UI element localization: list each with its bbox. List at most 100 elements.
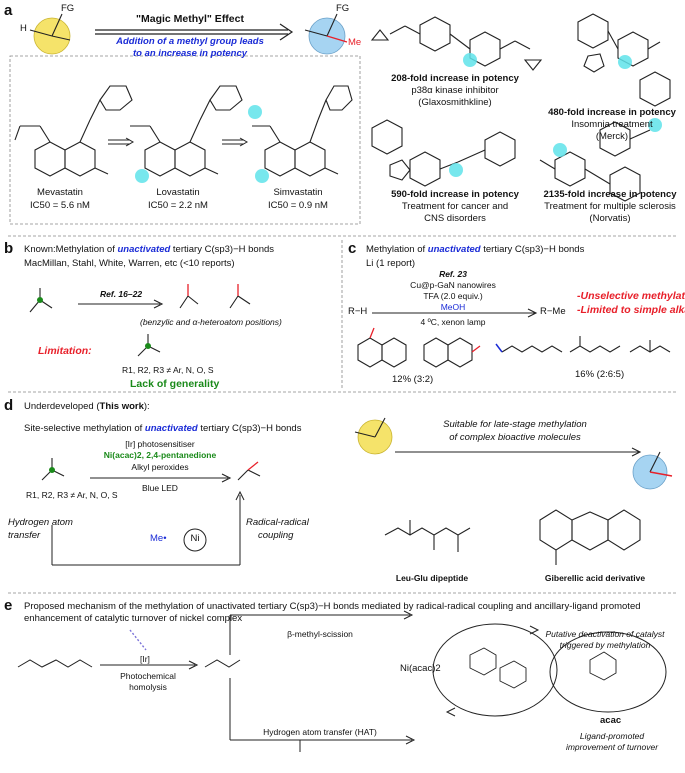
panel-e-hat: Hydrogen atom transfer (HAT) — [263, 727, 377, 737]
simvastatin-structure — [252, 85, 353, 177]
drug-480-structure — [577, 13, 671, 107]
drug-208-line3: (Glaxosmithkline) — [418, 97, 492, 108]
gibberellic-acid-structure — [539, 509, 641, 565]
drug-590-fold: 590-fold increase in potency — [391, 189, 519, 200]
panel-b-limitation-structure — [137, 334, 161, 357]
magic-methyl-arrow — [95, 23, 294, 41]
decalin-product-2 — [423, 337, 481, 368]
heptane-product-3 — [629, 340, 671, 353]
panel-b-letter: b — [4, 240, 14, 257]
panel-b-authors: MacMillan, Stahl, White, Warren, etc (<1… — [24, 258, 235, 269]
nickel-catalyst-circle — [183, 528, 207, 552]
panel-c-ratio1: 12% (3:2) — [392, 374, 434, 385]
fg-label-a: FG — [61, 3, 75, 14]
statin-name-lovastatin: Lovastatin — [156, 187, 200, 198]
panel-e-ligand-2: improvement of turnover — [565, 742, 659, 752]
panel-e-acac: acac — [600, 715, 622, 726]
panel-e-deactivation-cycle — [549, 631, 667, 713]
panel-d-cond4: Blue LED — [142, 483, 178, 493]
heptane-product-2 — [569, 336, 621, 353]
heptane-product-1 — [495, 343, 563, 353]
panel-e-homolysis-arrow — [100, 629, 199, 670]
panel-e-photo-2: homolysis — [129, 682, 167, 692]
panel-c-letter: c — [348, 240, 357, 257]
panel-d-letter: d — [4, 397, 14, 414]
panel-d-cond3: Alkyl peroxides — [131, 462, 189, 472]
drug-590-methyl-highlight — [449, 163, 463, 177]
panel-d-rrc-2: coupling — [258, 530, 294, 541]
panel-d-subtitle-pre: Site-selective methylation of — [24, 423, 145, 434]
lovastatin-structure — [130, 85, 243, 177]
statin-arrow-1 — [108, 137, 135, 147]
drug-2135-line2: Treatment for multiple sclerosis — [544, 201, 676, 212]
drug-2135-fold: 2135-fold increase in potency — [543, 189, 677, 200]
panel-c-issue2: -Limited to simple alkanes — [577, 304, 685, 316]
drug-590-line2: Treatment for cancer and — [401, 201, 509, 212]
panel-b-r-def: R1, R2, R3 ≠ Ar, N, O, S — [122, 365, 214, 375]
drug-2135-methyl-highlight-1 — [553, 143, 567, 157]
drug-2135-structure — [539, 121, 651, 202]
panel-e-nickel-cycle — [432, 623, 558, 717]
simvastatin-methyl-highlight-1 — [255, 169, 269, 183]
panel-b-positions: (benzylic and α-heteroatom positions) — [140, 317, 282, 327]
panel-d-cycle — [51, 490, 245, 566]
drug-590-line3: CNS disorders — [424, 213, 486, 224]
panel-c-title-post: tertiary C(sp3)−H bonds — [480, 244, 585, 255]
panel-d-main-arrow — [90, 473, 232, 483]
statin-ic50-mevastatin: IC50 = 5.6 nM — [30, 200, 90, 211]
panel-c-cond1: Cu@p-GaN nanowires — [410, 280, 496, 290]
panel-c-cond3: MeOH — [440, 302, 466, 312]
panel-c-substrate: R−H — [348, 306, 368, 317]
panel-d-me-radical: Me• — [150, 533, 167, 544]
drug-480-line3: (Merck) — [595, 131, 629, 142]
panel-e-hat-path — [229, 678, 416, 752]
panel-d-gibberellic: Giberellic acid derivative — [544, 573, 646, 583]
panel-d-hat-2: transfer — [8, 530, 41, 541]
panel-b-title-post: tertiary C(sp3)−H bonds — [170, 244, 275, 255]
panel-d-subtitle-em: unactivated — [144, 423, 198, 434]
leu-glu-dipeptide-structure — [384, 520, 471, 552]
panel-d-suitable-1: Suitable for late-stage methylation — [443, 419, 587, 430]
panel-d-r-def: R1, R2, R3 ≠ Ar, N, O, S — [26, 490, 118, 500]
panel-d-product — [237, 461, 261, 481]
panel-c-cond4: 4 ºC, xenon lamp — [420, 317, 486, 327]
panel-c-arrow — [372, 308, 538, 318]
panel-d-dipeptide: Leu-Glu dipeptide — [395, 573, 469, 583]
h-label-a: H — [20, 23, 27, 34]
panel-d-right-spheres — [354, 417, 673, 490]
magic-methyl-caption-2: to an increase in potency — [132, 48, 248, 59]
yellow-carbon-sphere — [29, 13, 71, 55]
panel-a-letter: a — [4, 2, 13, 19]
panel-c-title: Methylation of unactivated tertiary C(sp… — [366, 244, 585, 256]
panel-b-products — [179, 284, 251, 309]
panel-c-authors: Li (1 report) — [366, 258, 416, 269]
panel-e-beta: β-methyl-scission — [287, 629, 353, 639]
drug-480-methyl-highlight — [618, 55, 632, 69]
panel-d-title-bold: This work — [99, 401, 144, 412]
drug-2135-methyl-highlight-2 — [648, 118, 662, 132]
magic-methyl-title: "Magic Methyl" Effect — [136, 13, 244, 25]
fg-label-a2: FG — [336, 3, 350, 14]
statin-ic50-lovastatin: IC50 = 2.2 nM — [148, 200, 208, 211]
panel-b-title-em: unactivated — [117, 244, 171, 255]
panel-d-subtitle: Site-selective methylation of unactivate… — [24, 423, 302, 435]
statin-name-simvastatin: Simvastatin — [273, 187, 323, 198]
panel-b-lack: Lack of generality — [130, 378, 220, 390]
drug-208-methyl-highlight — [463, 53, 477, 67]
panel-c-cond2: TFA (2.0 equiv.) — [423, 291, 483, 301]
statin-box — [9, 55, 361, 225]
panel-e-ligand-1: Ligand-promoted — [579, 731, 645, 741]
panel-d-substrate — [41, 458, 65, 481]
panel-e-title-1: Proposed mechanism of the methylation of… — [24, 601, 641, 612]
panel-d-subtitle-post: tertiary C(sp3)−H bonds — [197, 423, 302, 434]
panel-c-issue1: -Unselective methylations — [577, 290, 685, 302]
panel-d-title-post: ): — [143, 401, 150, 412]
panel-c-product: R−Me — [540, 306, 566, 317]
panel-d-title: Underdeveloped (This work): — [24, 401, 150, 413]
blue-carbon-sphere — [304, 13, 348, 55]
panel-e-deact-1: Putative deactivation of catalyst — [545, 629, 665, 639]
panel-e-letter: e — [4, 597, 13, 614]
panel-c-title-em: unactivated — [427, 244, 481, 255]
decalin-product-1 — [357, 327, 407, 368]
panel-e-photo-1: Photochemical — [120, 671, 176, 681]
